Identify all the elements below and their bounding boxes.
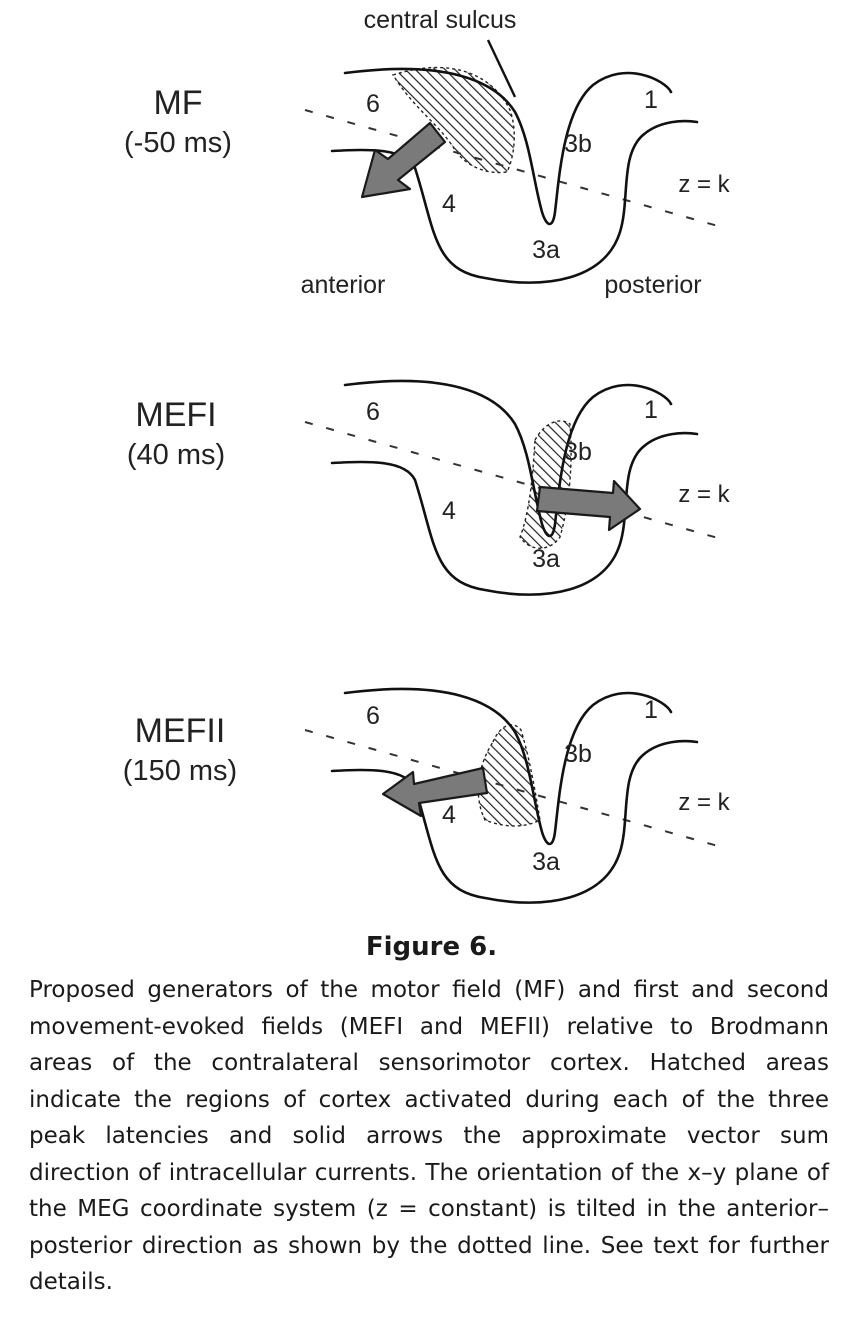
plane-label: z = k bbox=[678, 789, 730, 816]
area-4-label: 4 bbox=[442, 801, 456, 829]
posterior-label: posterior bbox=[604, 271, 701, 299]
panel-title: MEFII bbox=[135, 712, 226, 750]
central-sulcus-pointer bbox=[486, 39, 517, 98]
hatched-area-3a-3b bbox=[519, 420, 572, 549]
area-6-label: 6 bbox=[366, 398, 380, 426]
area-4-label: 4 bbox=[442, 497, 456, 525]
panel-subtitle: (-50 ms) bbox=[124, 127, 232, 159]
area-1-label: 1 bbox=[644, 696, 658, 724]
panel-mefii: MEFII (150 ms) 6 4 3a 3b 1 z = k bbox=[123, 687, 731, 904]
plane-label: z = k bbox=[678, 171, 730, 198]
current-arrow-mefii bbox=[381, 766, 489, 818]
cortex-diagram: central sulcus MF (-50 ms) 6 4 3a 3b 1 z… bbox=[123, 6, 731, 904]
area-4-label: 4 bbox=[442, 190, 456, 218]
panel-title: MEFI bbox=[135, 396, 216, 434]
area-3a-label: 3a bbox=[532, 236, 560, 264]
area-6-label: 6 bbox=[366, 702, 380, 730]
panel-mf: central sulcus MF (-50 ms) 6 4 3a 3b 1 z… bbox=[124, 6, 731, 299]
figure-caption-text: Proposed generators of the motor field (… bbox=[29, 977, 829, 1295]
panel-title: MF bbox=[153, 84, 202, 122]
area-3a-label: 3a bbox=[532, 848, 560, 876]
panel-mefi: MEFI (40 ms) 6 4 3a 3b 1 z = k bbox=[127, 379, 731, 596]
figure-caption-title: Figure 6. bbox=[365, 932, 498, 962]
central-sulcus-label: central sulcus bbox=[364, 6, 517, 34]
area-6-label: 6 bbox=[366, 90, 380, 118]
area-1-label: 1 bbox=[644, 396, 658, 424]
area-3b-label: 3b bbox=[564, 130, 592, 158]
anterior-label: anterior bbox=[301, 271, 386, 299]
plane-label: z = k bbox=[678, 481, 730, 508]
panel-subtitle: (40 ms) bbox=[127, 439, 225, 471]
area-3b-label: 3b bbox=[564, 438, 592, 466]
panel-subtitle: (150 ms) bbox=[123, 755, 237, 787]
hatched-area-6 bbox=[391, 66, 515, 174]
area-3b-label: 3b bbox=[564, 740, 592, 768]
area-3a-label: 3a bbox=[532, 545, 560, 573]
area-1-label: 1 bbox=[644, 86, 658, 114]
current-arrow-mefi bbox=[535, 479, 642, 532]
current-arrow-mf bbox=[360, 121, 447, 199]
